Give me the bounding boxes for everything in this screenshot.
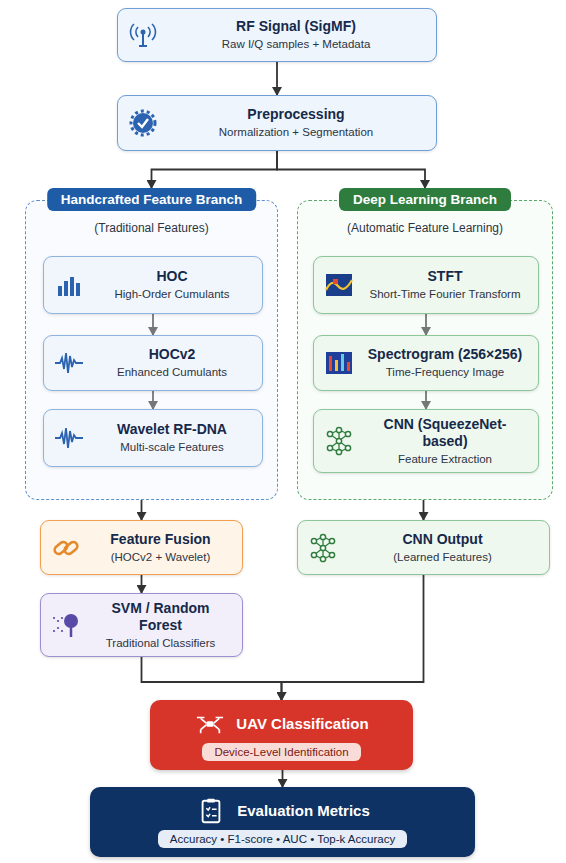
box-title: Evaluation Metrics [237, 802, 370, 820]
box-title: CNN (SqueezeNet-based) [362, 416, 528, 450]
box-subtitle: Raw I/Q samples + Metadata [222, 37, 371, 51]
input-box: RF Signal (SigMF) Raw I/Q samples + Metad… [117, 8, 437, 62]
box-title: Wavelet RF-DNA [117, 421, 227, 438]
text-column: Spectrogram (256×256) Time-Frequency Imag… [362, 346, 528, 379]
link-icon [51, 533, 81, 563]
group-header: Deep Learning Branch [339, 188, 511, 211]
box-title: RF Signal (SigMF) [236, 18, 356, 35]
title-row: Evaluation Metrics [195, 797, 370, 825]
spec-icon [324, 348, 354, 378]
box-subtitle: Time-Frequency Image [386, 365, 504, 379]
text-column: RF Signal (SigMF) Raw I/Q samples + Metad… [166, 18, 426, 51]
process-box: Spectrogram (256×256) Time-Frequency Imag… [313, 335, 539, 391]
output-box: CNN Output (Learned Features) [297, 520, 550, 575]
gear-icon [128, 108, 158, 138]
arrow-connector [282, 575, 424, 700]
box-title: UAV Classification [236, 715, 368, 733]
box-title: CNN Output [402, 531, 482, 548]
group-subtitle: (Automatic Feature Learning) [298, 221, 552, 235]
text-column: Wavelet RF-DNA Multi-scale Features [92, 421, 252, 454]
process-box: STFT Short-Time Fourier Transform [313, 256, 539, 314]
text-column: CNN (SqueezeNet-based) Feature Extraction [362, 416, 528, 466]
box-title: Spectrogram (256×256) [368, 346, 522, 363]
branch-group: Handcrafted Feature Branch(Traditional F… [25, 200, 278, 500]
net-icon [324, 426, 354, 456]
box-subtitle: Normalization + Segmentation [219, 125, 373, 139]
title-row: UAV Classification [194, 710, 368, 738]
bars-icon [54, 270, 84, 300]
drone-icon [194, 710, 226, 738]
feature-box: Wavelet RF-DNA Multi-scale Features [43, 409, 263, 467]
feature-box: HOCv2Enhanced Cumulants [43, 335, 263, 391]
classifier-box: SVM / Random ForestTraditional Classifie… [40, 593, 243, 657]
arrow-connector [423, 500, 425, 520]
box-subtitle: Short-Time Fourier Transform [369, 287, 520, 301]
box-subtitle: Multi-scale Features [120, 440, 224, 454]
box-title: Preprocessing [247, 106, 344, 123]
group-header: Handcrafted Feature Branch [47, 188, 257, 211]
antenna-icon [128, 20, 158, 50]
metrics-box: Evaluation MetricsAccuracy • F1-score • … [90, 787, 475, 857]
box-subtitle: (HOCv2 + Wavelet) [111, 550, 211, 564]
box-title: STFT [428, 268, 463, 285]
arrow-connector [152, 151, 278, 188]
box-title: HOCv2 [149, 346, 196, 363]
text-column: STFT Short-Time Fourier Transform [362, 268, 528, 301]
process-box: PreprocessingNormalization + Segmentatio… [117, 95, 437, 151]
arrow-connector [282, 770, 284, 787]
box-subtitle: Feature Extraction [398, 452, 492, 466]
arrow-connector [277, 151, 425, 188]
box-title: SVM / Random Forest [89, 600, 232, 634]
text-column: Feature Fusion (HOCv2 + Wavelet) [89, 531, 232, 564]
branch-group: Deep Learning Branch(Automatic Feature L… [297, 200, 553, 500]
text-column: SVM / Random ForestTraditional Classifie… [89, 600, 232, 650]
arrow-connector [141, 500, 143, 520]
box-subtitle: (Learned Features) [393, 550, 491, 564]
text-column: CNN Output (Learned Features) [346, 531, 539, 564]
fusion-box: Feature Fusion (HOCv2 + Wavelet) [40, 520, 243, 575]
group-subtitle: (Traditional Features) [26, 221, 277, 235]
clip-icon [195, 797, 227, 825]
text-column: HOC High-Order Cumulants [92, 268, 252, 301]
result-box: UAV ClassificationDevice-Level Identific… [150, 700, 413, 770]
subtitle-pill: Accuracy • F1-score • AUC • Top-k Accura… [158, 830, 407, 848]
box-subtitle: Enhanced Cumulants [117, 365, 227, 379]
box-title: Feature Fusion [110, 531, 210, 548]
arrow-connector [276, 62, 278, 95]
wave-icon [54, 348, 84, 378]
box-title: HOC [156, 268, 187, 285]
text-column: PreprocessingNormalization + Segmentatio… [166, 106, 426, 139]
arrow-connector [141, 575, 143, 593]
box-subtitle: Traditional Classifiers [106, 636, 216, 650]
arrow-connector [142, 657, 282, 700]
wave-icon [54, 423, 84, 453]
process-box: CNN (SqueezeNet-based) Feature Extraction [313, 409, 539, 473]
net-icon [308, 533, 338, 563]
box-subtitle: High-Order Cumulants [114, 287, 229, 301]
text-column: HOCv2Enhanced Cumulants [92, 346, 252, 379]
subtitle-pill: Device-Level Identification [202, 743, 360, 761]
tree-icon [51, 610, 81, 640]
stft-icon [324, 270, 354, 300]
feature-box: HOC High-Order Cumulants [43, 256, 263, 314]
